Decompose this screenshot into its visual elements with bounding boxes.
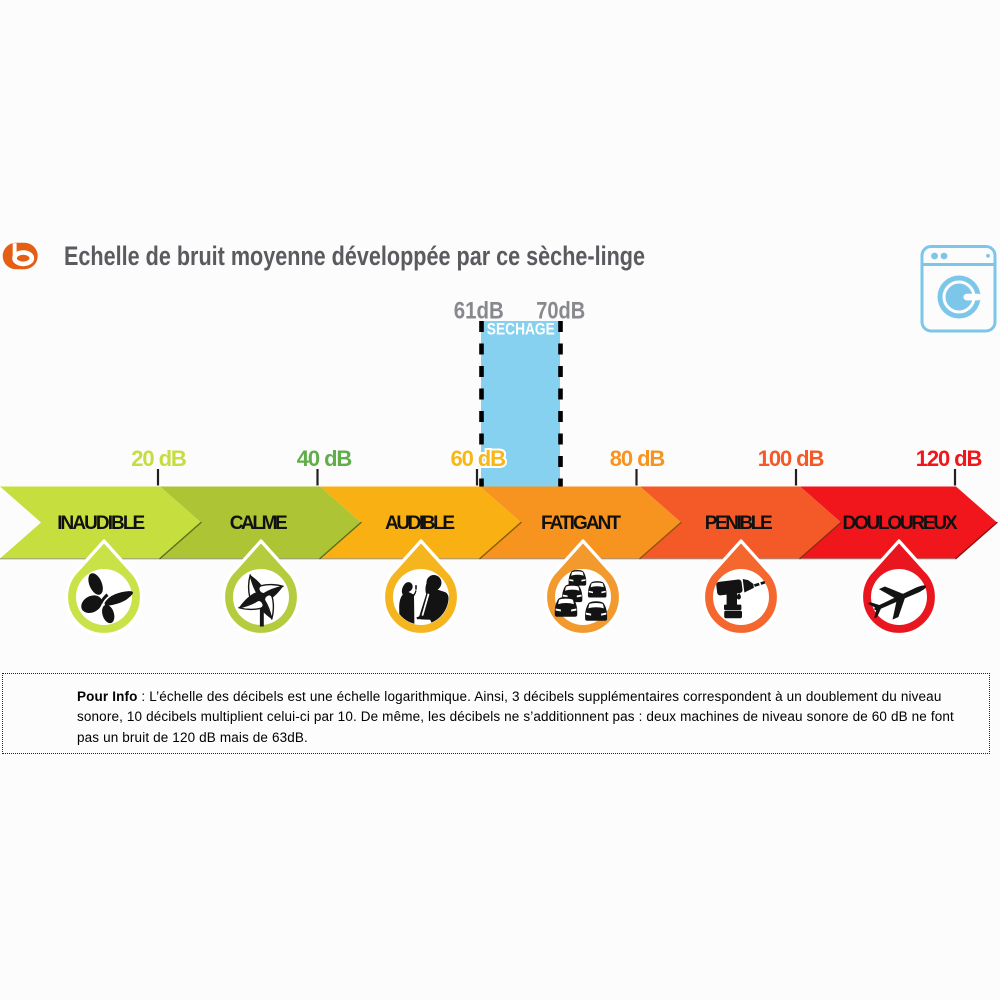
svg-text:60 dB: 60 dB xyxy=(450,446,505,471)
svg-text:80 dB: 80 dB xyxy=(610,446,665,471)
svg-text:FATIGANT: FATIGANT xyxy=(541,513,621,534)
svg-text:40 dB: 40 dB xyxy=(297,446,352,471)
svg-text:20 dB: 20 dB xyxy=(131,446,186,471)
svg-text:120 dB: 120 dB xyxy=(916,446,982,471)
svg-text:70dB: 70dB xyxy=(536,298,585,325)
svg-text:AUDIBLE: AUDIBLE xyxy=(385,513,455,534)
svg-text:SECHAGE: SECHAGE xyxy=(487,320,555,339)
svg-text:61dB: 61dB xyxy=(454,298,504,325)
svg-text:100 dB: 100 dB xyxy=(758,446,824,471)
svg-text:PENIBLE: PENIBLE xyxy=(705,513,773,534)
svg-text:INAUDIBLE: INAUDIBLE xyxy=(57,513,145,534)
svg-text:DOULOUREUX: DOULOUREUX xyxy=(843,513,958,534)
svg-text:CALME: CALME xyxy=(230,513,288,534)
